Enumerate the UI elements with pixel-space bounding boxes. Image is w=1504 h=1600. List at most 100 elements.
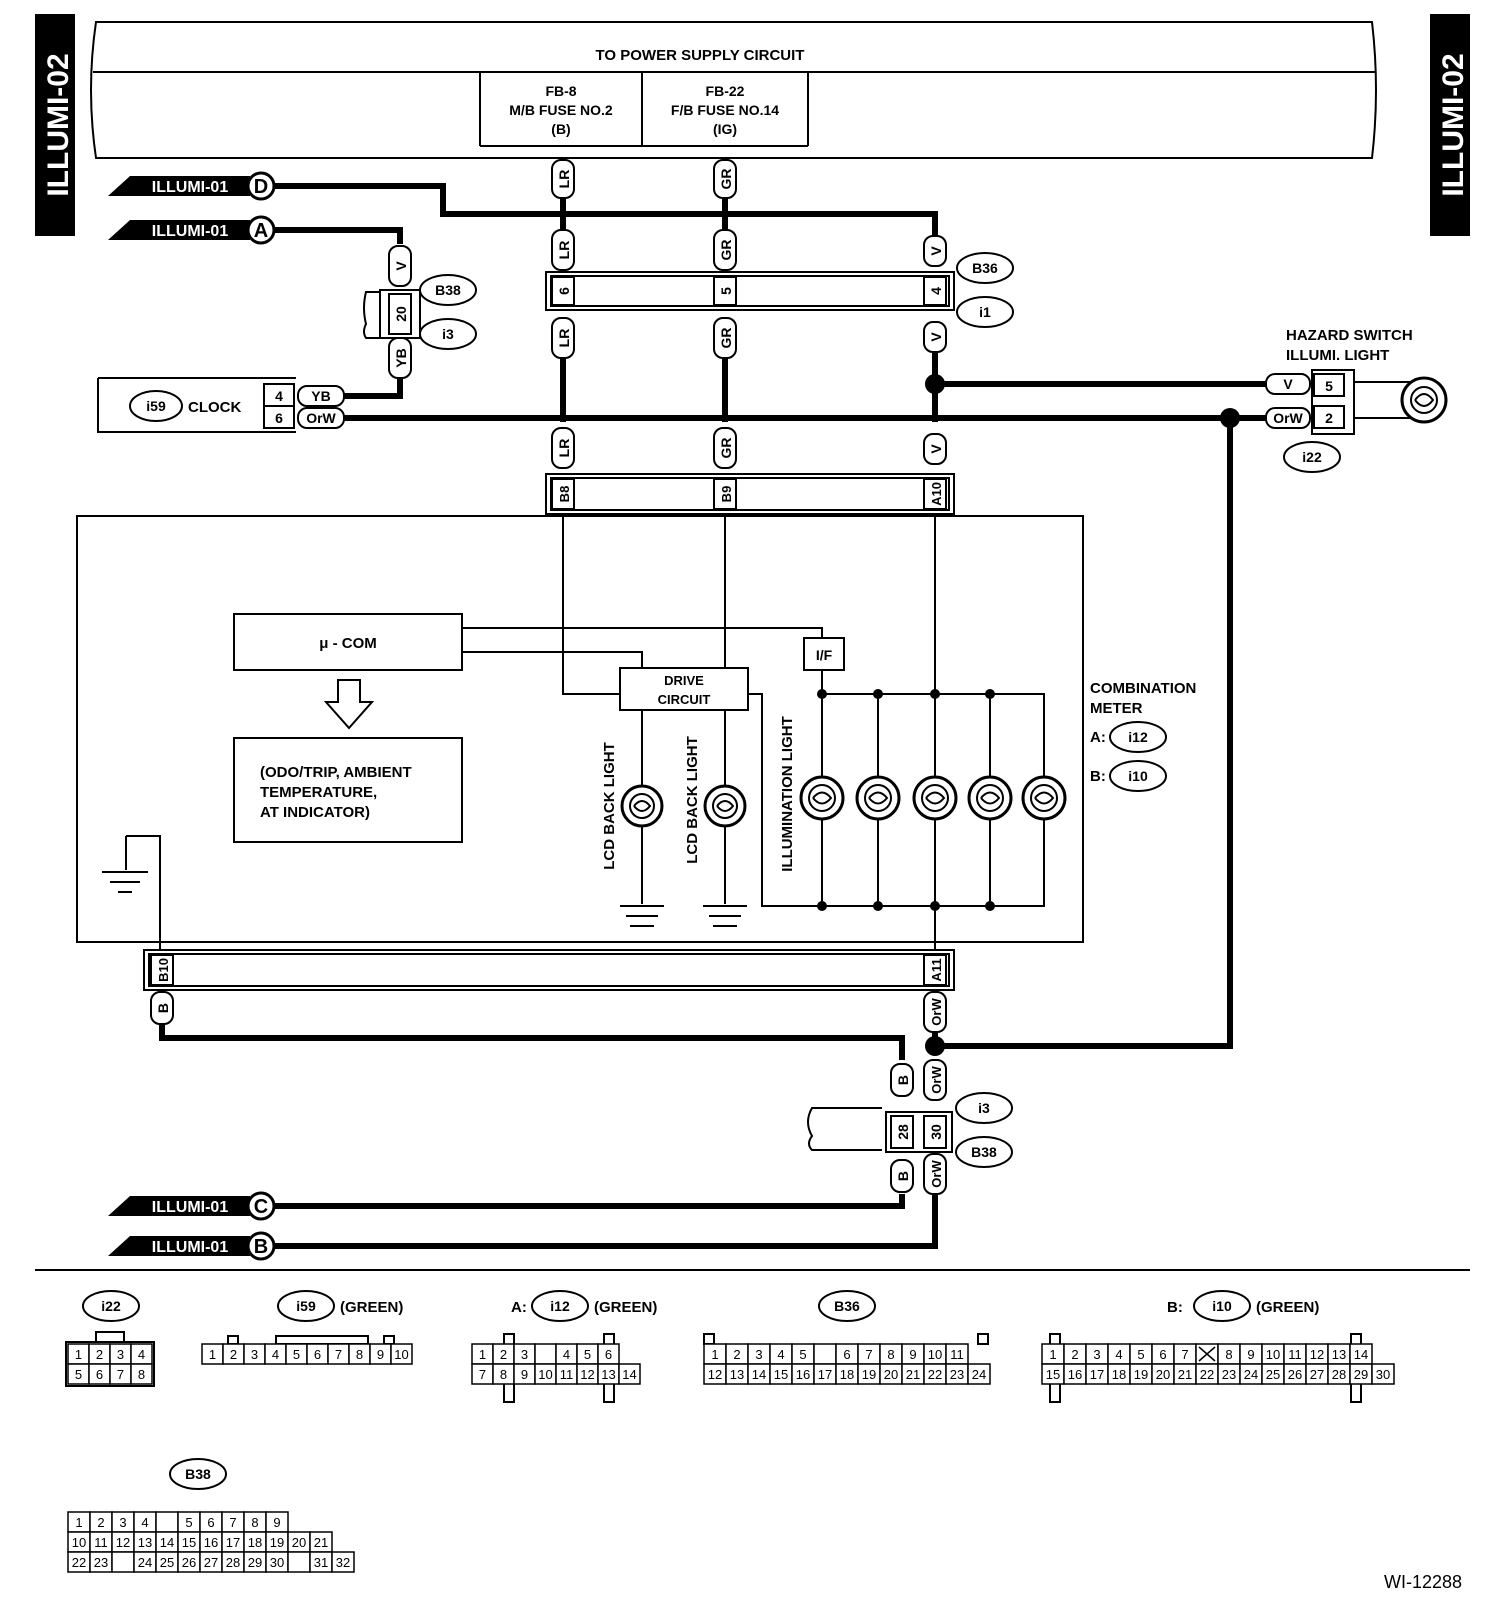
bulb-icons (620, 775, 1067, 828)
grid-b36-pin-label: 14 (752, 1367, 766, 1382)
ref-flag-d: ILLUMI-01 D (108, 171, 276, 201)
grid-i22-pin-label: 7 (117, 1367, 124, 1382)
grid-i10-pin-label: 10 (1266, 1347, 1280, 1362)
svg-text:i3: i3 (978, 1100, 990, 1116)
grid-b36-pin-label: 17 (818, 1367, 832, 1382)
grid-i22-pin-label: 2 (96, 1347, 103, 1362)
grid-i10-pin-label: 18 (1112, 1367, 1126, 1382)
meter-junction-dots (817, 689, 995, 911)
grid-b38-pin-label: 8 (251, 1515, 258, 1530)
svg-text:YB: YB (393, 348, 409, 367)
grid-i22-pin-label: 6 (96, 1367, 103, 1382)
svg-text:LR: LR (556, 170, 572, 189)
grid-i10-pin-label: 20 (1156, 1367, 1170, 1382)
grid-b38-pin-label: 14 (160, 1535, 174, 1550)
svg-text:B: B (155, 1003, 171, 1013)
svg-text:HAZARD SWITCH: HAZARD SWITCH (1286, 327, 1413, 344)
grid-i12-pin-label: 4 (563, 1347, 570, 1362)
svg-text:OrW: OrW (929, 998, 944, 1026)
svg-text:B: B (254, 1236, 268, 1258)
svg-text:5: 5 (1325, 378, 1333, 394)
svg-text:i22: i22 (101, 1298, 121, 1314)
grid-i10-pin-label: 24 (1244, 1367, 1258, 1382)
grid-i12-pin-label: 5 (584, 1347, 591, 1362)
svg-text:A:: A: (511, 1299, 527, 1316)
grid-i12-pin-label: 13 (601, 1367, 615, 1382)
grid-b36-pin-label: 23 (950, 1367, 964, 1382)
grid-i59-pin-label: 2 (230, 1347, 237, 1362)
grid-i10-pin-label: 28 (1332, 1367, 1346, 1382)
grid-b38-pin-label: 31 (314, 1555, 328, 1570)
grid-b36-pin-label: 2 (733, 1347, 740, 1362)
grid-b38-pin-label: 15 (182, 1535, 196, 1550)
meter-b-label: B: (1090, 768, 1106, 785)
grid-i59-pin-label: 5 (293, 1347, 300, 1362)
drive-circuit-label-1: DRIVE (664, 673, 704, 688)
grid-b36-pin-label: 1 (711, 1347, 718, 1362)
svg-text:B8: B8 (557, 486, 572, 503)
grid-i59-pin-label: 3 (251, 1347, 258, 1362)
svg-text:V: V (393, 261, 409, 271)
grid-i10-pin-label: 30 (1376, 1367, 1390, 1382)
ref-flag-a: ILLUMI-01 A (108, 215, 276, 245)
ref-flag-b: ILLUMI-01 B (108, 1231, 276, 1261)
grid-i10-pin-label: 11 (1288, 1347, 1302, 1362)
svg-text:GR: GR (718, 438, 734, 459)
grid-i12-pin-label: 8 (500, 1367, 507, 1382)
grid-i59-pin (390, 1343, 413, 1365)
ucom-label: μ - COM (319, 635, 377, 652)
illum-bulb-1-icon (799, 775, 845, 821)
svg-text:GR: GR (718, 328, 734, 349)
svg-text:20: 20 (393, 306, 409, 322)
grid-b36-pin-label: 6 (843, 1347, 850, 1362)
svg-text:ILLUMI-01: ILLUMI-01 (152, 223, 229, 240)
grid-b38-pin-label: 6 (207, 1515, 214, 1530)
pins-row-b36: 6 5 4 (551, 276, 947, 306)
svg-text:(GREEN): (GREEN) (1256, 1299, 1319, 1316)
svg-text:ILLUMI-01: ILLUMI-01 (152, 1199, 229, 1216)
display-block (233, 737, 463, 843)
grid-b38-pin (111, 1551, 135, 1573)
grid-i12-pin (534, 1343, 557, 1365)
connector-strip-meter-bottom (143, 949, 955, 991)
svg-text:ILLUMI. LIGHT: ILLUMI. LIGHT (1286, 347, 1389, 364)
svg-text:4: 4 (928, 287, 944, 295)
grid-i22-pin-label: 3 (117, 1347, 124, 1362)
page-code-left: ILLUMI-02 (42, 53, 75, 196)
svg-text:ILLUMI-01: ILLUMI-01 (152, 1239, 229, 1256)
grid-b36-pin-label: 24 (972, 1367, 986, 1382)
grid-i12-pin-label: 9 (521, 1367, 528, 1382)
grid-i10-pin (1371, 1363, 1395, 1385)
grid-b38-pin-label: 9 (273, 1515, 280, 1530)
svg-text:B9: B9 (719, 486, 734, 503)
grid-i22-pin-label: 4 (138, 1347, 145, 1362)
grid-b36-pin-label: 10 (928, 1347, 942, 1362)
lcd-back-light-label-1: LCD BACK LIGHT (601, 742, 618, 870)
svg-text:CLOCK: CLOCK (188, 399, 241, 416)
if-label: I/F (816, 647, 833, 663)
if-block (803, 637, 845, 671)
svg-text:OrW: OrW (929, 1160, 944, 1188)
svg-text:A: A (254, 220, 268, 242)
ground-icon (102, 871, 148, 893)
grid-i12-pin-label: 2 (500, 1347, 507, 1362)
svg-text:V: V (928, 444, 944, 454)
svg-text:C: C (254, 1196, 268, 1218)
svg-text:B10: B10 (156, 958, 171, 982)
grid-i10-pin-label: 25 (1266, 1367, 1280, 1382)
display-line-3: AT INDICATOR) (260, 804, 370, 821)
figure-code: WI-12288 (1384, 1572, 1462, 1592)
grid-b38-pin-label: 11 (94, 1535, 108, 1550)
ref-flag-c: ILLUMI-01 C (108, 1191, 276, 1221)
grid-b38-pin-label: 23 (94, 1555, 108, 1570)
svg-text:i1: i1 (979, 304, 991, 320)
grid-i59-pin-label: 9 (377, 1347, 384, 1362)
fuse1-name: M/B FUSE NO.2 (509, 102, 613, 118)
grid-i10-pin-label: 7 (1181, 1347, 1188, 1362)
lcd-bulb-2-icon (703, 784, 747, 828)
grid-b36-pin-label: 16 (796, 1367, 810, 1382)
grid-i59-pin-label: 7 (335, 1347, 342, 1362)
grid-i22-pin-label: 5 (75, 1367, 82, 1382)
